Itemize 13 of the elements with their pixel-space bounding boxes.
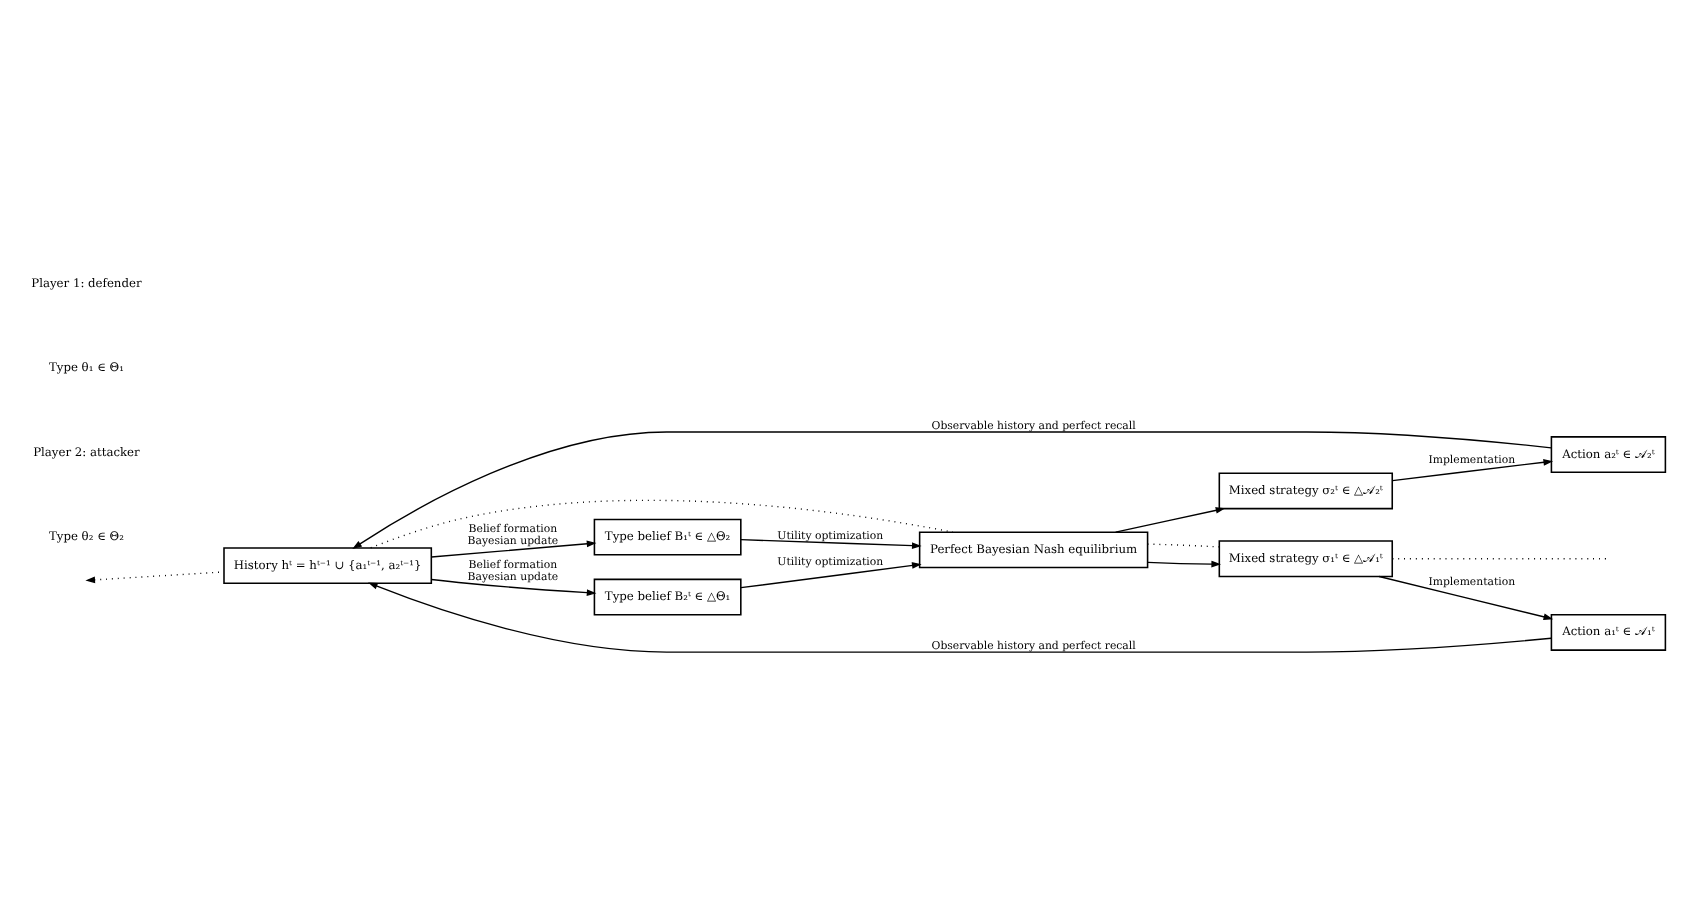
arrow — [1146, 560, 1222, 568]
arrow — [740, 538, 922, 550]
arrow — [430, 540, 597, 558]
arrow — [1391, 458, 1554, 482]
arrow — [85, 571, 225, 584]
arrow — [740, 562, 922, 589]
arrow — [352, 431, 1552, 549]
arrow — [367, 582, 1552, 653]
connector — [370, 499, 954, 549]
arrow — [430, 578, 597, 596]
arrow — [1378, 575, 1554, 621]
arrow — [1115, 507, 1226, 533]
connector — [1146, 543, 1220, 548]
